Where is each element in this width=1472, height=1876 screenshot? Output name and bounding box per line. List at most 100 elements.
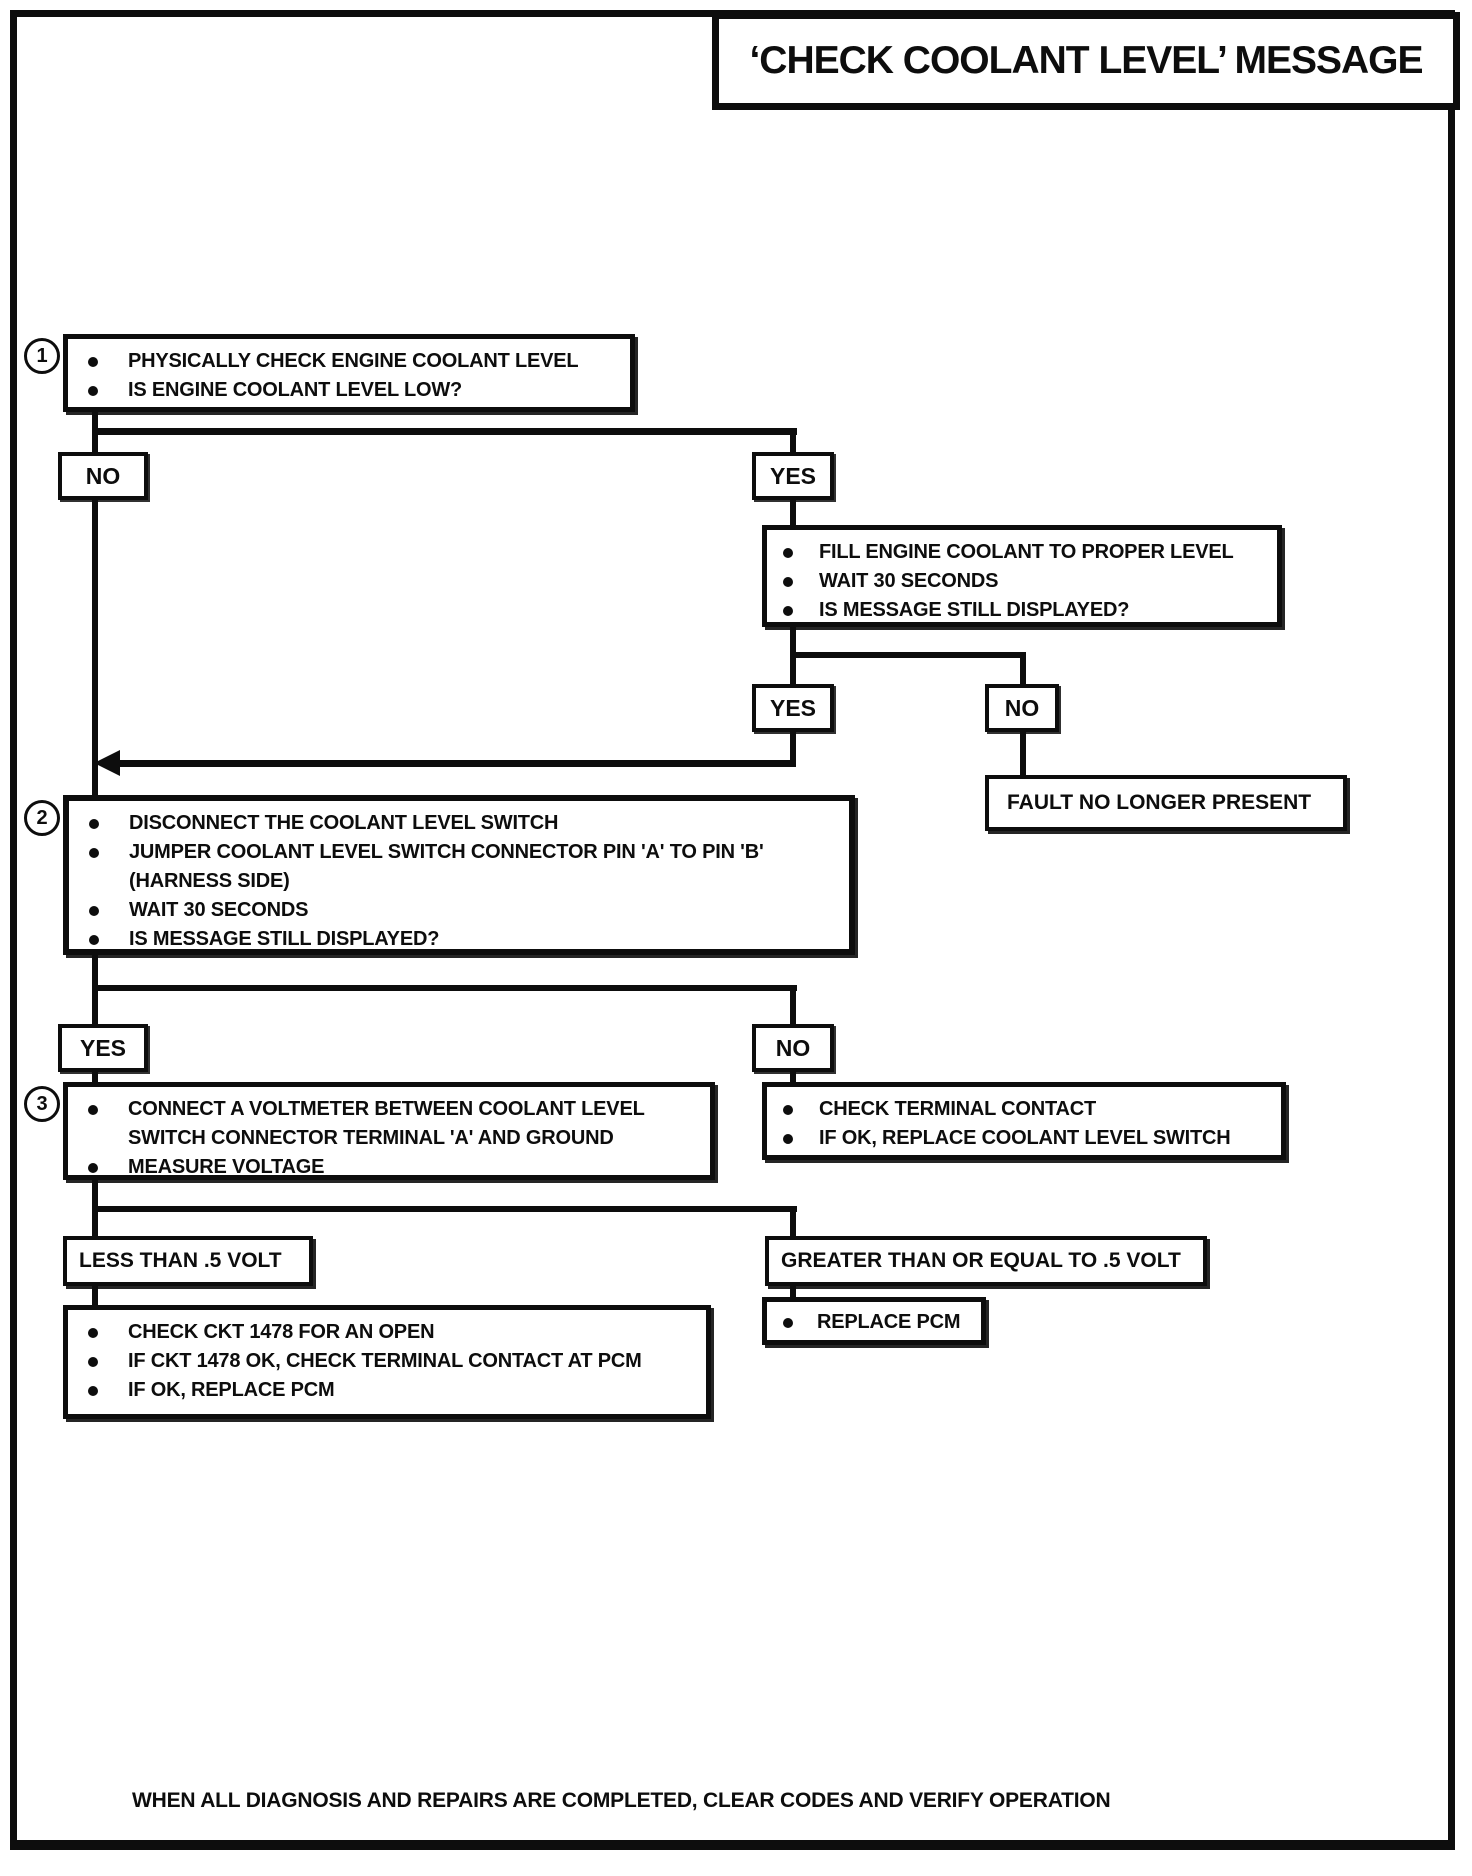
- bullet-icon: [783, 1105, 793, 1115]
- step2-bullet: IS MESSAGE STILL DISPLAYED?: [129, 928, 440, 950]
- connector-no3-drop: [790, 989, 796, 1025]
- connector-merge-line: [104, 760, 796, 767]
- bullet-icon: [783, 1318, 793, 1328]
- step1-box: PHYSICALLY CHECK ENGINE COOLANT LEVEL IS…: [63, 334, 635, 412]
- bullet-icon: [89, 906, 99, 916]
- decision-no1: NO: [58, 452, 148, 500]
- bullet-icon: [88, 357, 98, 367]
- terminal-bullet: IF OK, REPLACE COOLANT LEVEL SWITCH: [819, 1127, 1231, 1149]
- step2-bullet: JUMPER COOLANT LEVEL SWITCH CONNECTOR PI…: [129, 841, 764, 892]
- decision-yes3: YES: [58, 1024, 148, 1072]
- connector-yes1-drop: [790, 433, 796, 454]
- step-number-badge: 2: [24, 800, 60, 836]
- check-terminal-box: CHECK TERMINAL CONTACT IF OK, REPLACE CO…: [762, 1082, 1286, 1160]
- step1-bullet: PHYSICALLY CHECK ENGINE COOLANT LEVEL: [128, 350, 579, 372]
- bullet-icon: [88, 1163, 98, 1173]
- greater-equal-label: GREATER THAN OR EQUAL TO .5 VOLT: [781, 1249, 1181, 1272]
- bullet-item: JUMPER COOLANT LEVEL SWITCH CONNECTOR PI…: [83, 838, 839, 896]
- connector-yes1-to-fill: [790, 498, 796, 528]
- bullet-item: FILL ENGINE COOLANT TO PROPER LEVEL: [777, 538, 1267, 567]
- replace-pcm-box: REPLACE PCM: [762, 1297, 986, 1345]
- footer-note: WHEN ALL DIAGNOSIS AND REPAIRS ARE COMPL…: [132, 1789, 1111, 1812]
- replace-pcm-bullet: REPLACE PCM: [817, 1311, 961, 1333]
- bullet-icon: [89, 935, 99, 945]
- greater-equal-box: GREATER THAN OR EQUAL TO .5 VOLT: [765, 1236, 1207, 1286]
- step3-bullet: MEASURE VOLTAGE: [128, 1156, 325, 1178]
- connector-yes3-stem: [92, 1071, 98, 1085]
- bullet-icon: [88, 1357, 98, 1367]
- no3-label: NO: [775, 1034, 811, 1061]
- step-number-badge: 3: [24, 1086, 60, 1122]
- step2-bullet: DISCONNECT THE COOLANT LEVEL SWITCH: [129, 812, 559, 834]
- bullet-icon: [783, 577, 793, 587]
- fill-bullet: FILL ENGINE COOLANT TO PROPER LEVEL: [819, 541, 1234, 563]
- merge-arrowhead-icon: [94, 750, 120, 776]
- bullet-item: IF OK, REPLACE COOLANT LEVEL SWITCH: [777, 1124, 1271, 1153]
- bullet-item: CHECK TERMINAL CONTACT: [777, 1095, 1271, 1124]
- bullet-item: IF CKT 1478 OK, CHECK TERMINAL CONTACT A…: [82, 1347, 696, 1376]
- step1-bullet: IS ENGINE COOLANT LEVEL LOW?: [128, 379, 463, 401]
- connector-greater-drop: [790, 1210, 796, 1238]
- yes3-label: YES: [79, 1034, 127, 1061]
- bullet-icon: [783, 1134, 793, 1144]
- connector-less-stem: [92, 1285, 98, 1307]
- bullet-icon: [88, 1105, 98, 1115]
- connector-greater-stem: [790, 1285, 796, 1299]
- step2-box: DISCONNECT THE COOLANT LEVEL SWITCH JUMP…: [63, 795, 855, 955]
- yes2-label: YES: [769, 694, 817, 721]
- bullet-item: MEASURE VOLTAGE: [82, 1153, 700, 1182]
- bullet-icon: [783, 548, 793, 558]
- title-box: ‘CHECK COOLANT LEVEL’ MESSAGE: [712, 12, 1460, 110]
- bullet-item: DISCONNECT THE COOLANT LEVEL SWITCH: [83, 809, 839, 838]
- step2-bullet: WAIT 30 SECONDS: [129, 899, 309, 921]
- connector-no3-stem: [790, 1071, 796, 1085]
- step3-bullet: CONNECT A VOLTMETER BETWEEN COOLANT LEVE…: [128, 1098, 645, 1149]
- connector-yes2-drop: [790, 656, 796, 686]
- step1-number: 1: [36, 344, 48, 367]
- connector-yes2-stem: [790, 730, 796, 766]
- terminal-bullet: CHECK TERMINAL CONTACT: [819, 1098, 1097, 1120]
- connector-step2-split: [92, 985, 797, 991]
- bullet-icon: [88, 386, 98, 396]
- decision-yes2: YES: [752, 684, 834, 732]
- ckt-bullet: CHECK CKT 1478 FOR AN OPEN: [128, 1321, 435, 1343]
- ckt-bullet: IF CKT 1478 OK, CHECK TERMINAL CONTACT A…: [128, 1350, 642, 1372]
- bullet-icon: [88, 1328, 98, 1338]
- ckt-bullet: IF OK, REPLACE PCM: [128, 1379, 335, 1401]
- connector-no2-drop: [1020, 656, 1026, 686]
- bullet-item: CHECK CKT 1478 FOR AN OPEN: [82, 1318, 696, 1347]
- bullet-item: REPLACE PCM: [777, 1308, 973, 1337]
- bullet-item: WAIT 30 SECONDS: [83, 896, 839, 925]
- decision-yes1: YES: [752, 452, 834, 500]
- less-than-label: LESS THAN .5 VOLT: [79, 1249, 282, 1272]
- connector-no1-spine: [92, 499, 98, 799]
- bullet-item: PHYSICALLY CHECK ENGINE COOLANT LEVEL: [82, 347, 620, 376]
- no1-label: NO: [85, 462, 121, 489]
- bullet-icon: [89, 848, 99, 858]
- less-than-box: LESS THAN .5 VOLT: [63, 1236, 313, 1286]
- step3-box: CONNECT A VOLTMETER BETWEEN COOLANT LEVE…: [63, 1082, 715, 1180]
- bullet-icon: [88, 1386, 98, 1396]
- fault-no-longer-present-box: FAULT NO LONGER PRESENT: [985, 775, 1347, 831]
- bullet-item: IS MESSAGE STILL DISPLAYED?: [83, 925, 839, 954]
- bullet-item: WAIT 30 SECONDS: [777, 567, 1267, 596]
- yes1-label: YES: [769, 462, 817, 489]
- connector-fill-stem: [790, 624, 796, 658]
- fill-bullet: IS MESSAGE STILL DISPLAYED?: [819, 599, 1130, 621]
- decision-no3: NO: [752, 1024, 834, 1072]
- step2-number: 2: [36, 806, 48, 829]
- no2-label: NO: [1004, 694, 1040, 721]
- connector-step3-split: [92, 1206, 797, 1212]
- step3-number: 3: [36, 1092, 48, 1115]
- bullet-item: CONNECT A VOLTMETER BETWEEN COOLANT LEVE…: [82, 1095, 700, 1153]
- bullet-item: IS MESSAGE STILL DISPLAYED?: [777, 596, 1267, 625]
- connector-step1-split: [92, 428, 797, 435]
- bullet-icon: [783, 606, 793, 616]
- connector-no2-to-fault: [1020, 730, 1026, 778]
- fill-coolant-box: FILL ENGINE COOLANT TO PROPER LEVEL WAIT…: [762, 525, 1282, 627]
- decision-no2: NO: [985, 684, 1059, 732]
- bullet-item: IS ENGINE COOLANT LEVEL LOW?: [82, 376, 620, 405]
- check-ckt-box: CHECK CKT 1478 FOR AN OPEN IF CKT 1478 O…: [63, 1305, 711, 1419]
- bullet-icon: [89, 819, 99, 829]
